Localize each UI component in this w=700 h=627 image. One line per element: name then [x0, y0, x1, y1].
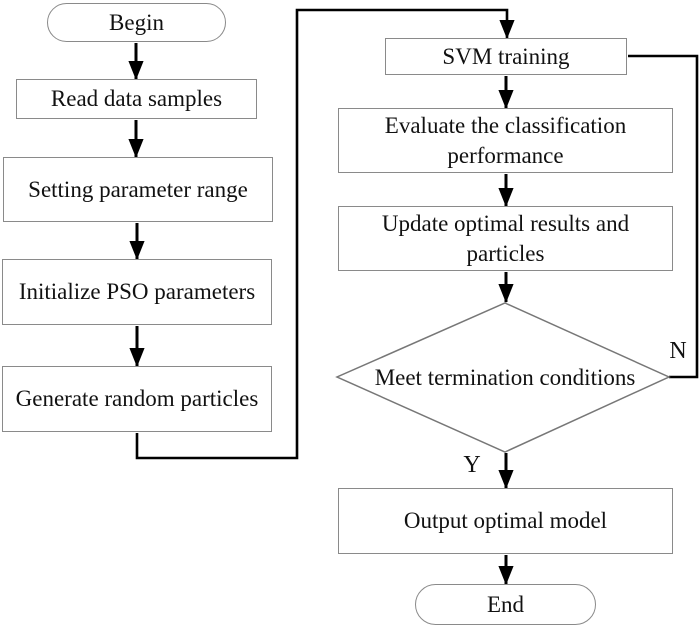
node-generate-random-particles: Generate random particles	[2, 366, 272, 432]
node-meet-termination-conditions: Meet termination conditions	[374, 364, 636, 390]
node-setting-parameter-range: Setting parameter range	[3, 157, 273, 222]
branch-label-yes: Y	[463, 452, 481, 478]
node-end: End	[415, 584, 596, 625]
node-svm-training: SVM training	[385, 38, 627, 75]
node-update-optimal-results: Update optimal results and particles	[338, 206, 673, 271]
node-evaluate-classification-performance: Evaluate the classification performance	[338, 108, 673, 173]
node-begin: Begin	[47, 3, 226, 42]
branch-label-no: N	[669, 338, 687, 364]
edge-decision-svm-no	[628, 54, 699, 379]
edge-generate-svm	[135, 8, 515, 460]
node-read-data-samples: Read data samples	[16, 79, 257, 119]
decision-diamond-shape	[335, 302, 671, 453]
node-output-optimal-model: Output optimal model	[338, 488, 673, 554]
node-initialize-pso-parameters: Initialize PSO parameters	[2, 259, 272, 325]
